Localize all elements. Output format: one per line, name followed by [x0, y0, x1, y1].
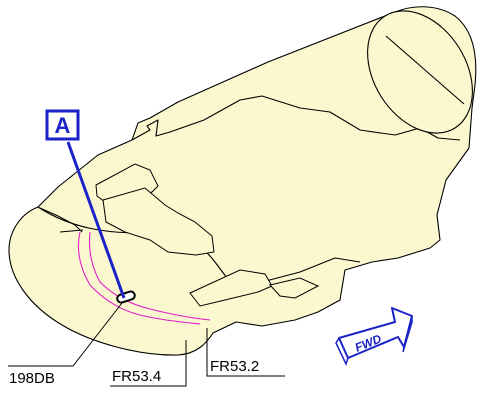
- fwd-arrow-depth: [335, 316, 413, 367]
- callout-fr53-4: FR53.4: [112, 368, 161, 385]
- panel-upper-left: [95, 163, 159, 207]
- leader-fr53-4: [110, 340, 187, 387]
- view-a-indicator: A: [45, 109, 126, 299]
- view-a-letter: A: [55, 113, 71, 138]
- callout-leaders: [8, 302, 285, 387]
- leader-fr53-2: [206, 328, 285, 377]
- cylinder-seam: [385, 35, 465, 105]
- fwd-arrow: FWD: [335, 307, 413, 367]
- cylinder-face: [367, 10, 473, 134]
- frame-line-53-4: [77, 231, 201, 325]
- view-a-box: [45, 109, 80, 141]
- panel-lower-right: [189, 269, 273, 307]
- panel-lower-strip: [39, 207, 84, 233]
- upper-ridge: [131, 95, 461, 141]
- callout-198db: 198DB: [9, 370, 55, 387]
- fwd-arrow-shape: [338, 307, 413, 359]
- panel-small-right: [269, 277, 320, 299]
- panel-center: [102, 187, 215, 256]
- leader-198db: [8, 302, 123, 367]
- panels: [39, 163, 320, 307]
- cylinder-end: [367, 10, 473, 134]
- view-a-leader: [66, 141, 126, 299]
- fairing-body: [8, 6, 477, 356]
- callout-fr53-2: FR53.2: [210, 358, 259, 375]
- fairing-outer-skin: [8, 6, 477, 356]
